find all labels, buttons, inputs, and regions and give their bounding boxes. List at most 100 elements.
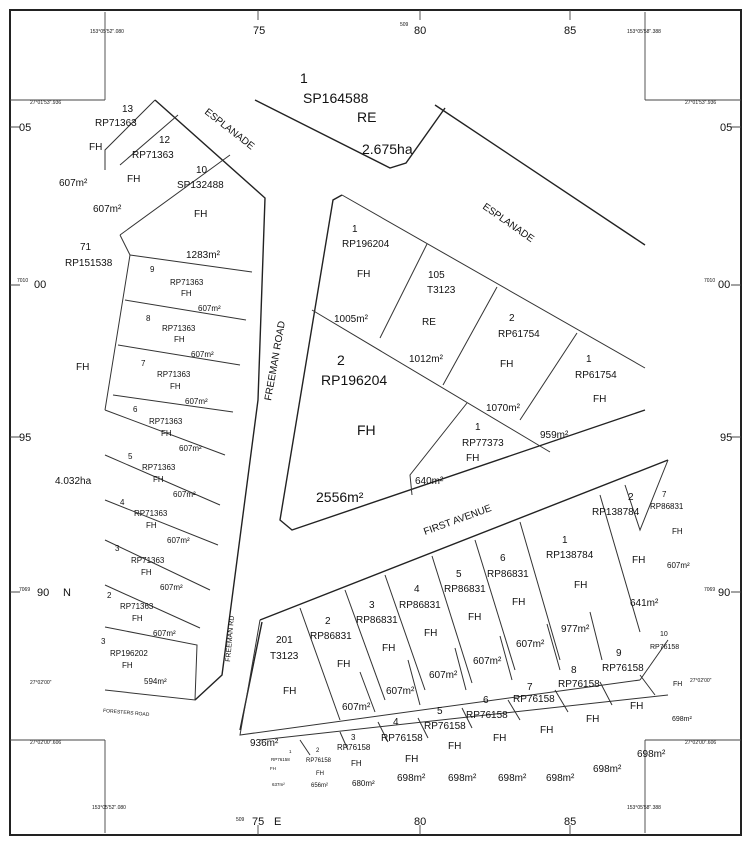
parcel-plan: RP76158: [558, 679, 600, 690]
left-tick-90: 90: [37, 587, 49, 599]
parcel-area: 594m²: [144, 677, 167, 686]
parcel-lot: 3: [115, 544, 120, 553]
parcel-plan: RP86831: [310, 631, 352, 642]
bottom-tick-80: 80: [414, 816, 426, 828]
coord-top-left: 153°05'52".080: [90, 29, 124, 35]
parcel-area: 698m²: [593, 764, 622, 775]
parcel-boundaries: [104, 99, 669, 756]
parcel-lot: 1: [352, 224, 358, 235]
west-lot: 6 RP71363 FH 607m²: [133, 405, 202, 453]
parcel-area: 607m²: [185, 397, 208, 406]
parcel-plan: RP71363: [170, 278, 204, 287]
parcel-lot: 105: [428, 270, 445, 281]
parcel-tenure: FH: [468, 612, 481, 623]
parcel-tenure: FH: [316, 771, 324, 777]
map-frame: [9, 9, 742, 836]
parcel-area: 698m²: [546, 773, 575, 784]
parcel-plan: RP86831: [356, 615, 398, 626]
parcel-plan: RP76158: [466, 710, 508, 721]
corner-coordinates: 153°05'52".080 153°05'58".388 153°05'52"…: [30, 29, 716, 811]
lat-top-left: 27°01'53".936: [30, 100, 61, 106]
road-freeman-rd: FREEMAN RD: [225, 615, 236, 662]
right-tick-90: 90: [718, 587, 730, 599]
parcel-plan: RP86831: [487, 569, 529, 580]
parcel-plan: RP76158: [271, 757, 290, 762]
west-lot: 2 RP71363 FH 607m²: [107, 591, 176, 638]
parcel-area: 936m²: [250, 738, 279, 749]
parcel-lot: 3: [351, 733, 356, 742]
parcel-lot: 1: [475, 422, 481, 433]
parcel-plan: RP71363: [149, 417, 183, 426]
left-tick-05: 05: [19, 122, 31, 134]
parcel-lot: 201: [276, 635, 293, 646]
parcel-105-t3123: 105 T3123 RE 1012m²: [409, 270, 456, 365]
lat-top-right: 27°01'53".936: [685, 100, 716, 106]
lat-bottom-right-1: 27°02'00": [690, 678, 712, 684]
parcel-area: 607m²: [191, 350, 214, 359]
parcel-lot: 13: [122, 104, 134, 115]
parcel-area: 1283m²: [186, 250, 221, 261]
parcel-tenure: FH: [337, 659, 350, 670]
parcel-tenure: FH: [493, 733, 506, 744]
parcel-plan: RP61754: [498, 329, 540, 340]
parcel-1-rp61754: 1 RP61754 FH 959m²: [540, 354, 617, 441]
parcel-area: 607m²: [167, 536, 190, 545]
row-lot: 4 RP76158 FH 698m²: [381, 717, 426, 784]
parcel-area: 698m²: [397, 773, 426, 784]
parcel-area: 4.032ha: [55, 476, 92, 487]
parcel-plan: RP196202: [110, 649, 148, 658]
lat-bottom-right-2: 27°02'00".606: [685, 740, 716, 746]
parcel-plan: T3123: [270, 651, 299, 662]
parcel-tenure: FH: [500, 359, 513, 370]
parcel-1-rp196204: 1 RP196204 FH 1005m²: [334, 224, 390, 325]
parcel-lot: 12: [159, 135, 171, 146]
row-lot: 1 RP76158 FH 637m²: [270, 749, 292, 787]
parcel-10: 10 SP132488 FH 1283m²: [177, 165, 224, 261]
parcel-tenure: FH: [574, 580, 587, 591]
parcel-201-t3123: 201 T3123 FH 936m²: [250, 635, 299, 749]
parcel-plan: RP151538: [65, 258, 113, 269]
parcel-area: 607m²: [667, 561, 690, 570]
parcel-tenure: FH: [270, 766, 276, 771]
parcel-12: 12 RP71363 FH 607m²: [93, 135, 174, 215]
parcel-lot: 3: [101, 637, 106, 646]
parcel-plan: RP71363: [134, 509, 168, 518]
parcel-lot: 2: [325, 616, 331, 627]
parcel-tenure: FH: [448, 741, 461, 752]
coord-bottom-left: 153°05'52".080: [92, 805, 126, 811]
parcel-6-rp86831: 6 RP86831 FH 607m²: [487, 553, 545, 650]
parcel-1-rp138784: 1 RP138784 FH 977m²: [546, 535, 594, 635]
west-lot: 8 RP71363 FH 607m²: [146, 314, 214, 359]
row-lot: 5 RP76158 FH 698m²: [424, 706, 477, 784]
corner-crosshairs: [10, 12, 741, 833]
left-tick-00: 00: [34, 279, 46, 291]
parcel-2-rp138784: 2 RP138784 FH 641m²: [592, 492, 659, 609]
bottom-tick-e: E: [274, 816, 281, 828]
parcel-area: 607m²: [386, 686, 415, 697]
parcel-lot: 8: [571, 665, 577, 676]
parcel-71: 71 RP151538 FH 4.032ha: [55, 242, 113, 487]
parcel-1-sp164588: 1 SP164588 RE 2.675ha: [300, 70, 413, 157]
parcel-tenure: FH: [540, 725, 553, 736]
parcel-tenure: FH: [194, 209, 207, 220]
parcel-plan: RP138784: [592, 507, 640, 518]
parcel-area: 607m²: [179, 444, 202, 453]
right-tick-05: 05: [720, 122, 732, 134]
parcel-lot: 71: [80, 242, 92, 253]
parcel-tenure: FH: [593, 394, 606, 405]
parcel-tenure: FH: [673, 681, 682, 688]
parcel-lot: 6: [483, 695, 489, 706]
row-lot: 10 RP76158 FH 698m²: [650, 631, 693, 723]
parcel-area: 637m²: [272, 782, 285, 787]
parcel-lot: 10: [660, 631, 668, 638]
left-small-7069: 7069: [19, 587, 30, 593]
west-lot: 4 RP71363 FH 607m²: [120, 498, 190, 545]
parcel-tenure: FH: [122, 661, 133, 670]
parcel-lot: 7: [662, 490, 667, 499]
parcel-lot: 5: [128, 452, 133, 461]
parcel-plan: RP138784: [546, 550, 594, 561]
parcel-lot: 2: [628, 492, 634, 503]
west-lot: 3 RP196202 FH 594m²: [101, 637, 167, 686]
parcel-plan: RP196204: [342, 239, 390, 250]
parcel-2-rp196204: 2 RP196204 FH 2556m²: [316, 352, 387, 505]
